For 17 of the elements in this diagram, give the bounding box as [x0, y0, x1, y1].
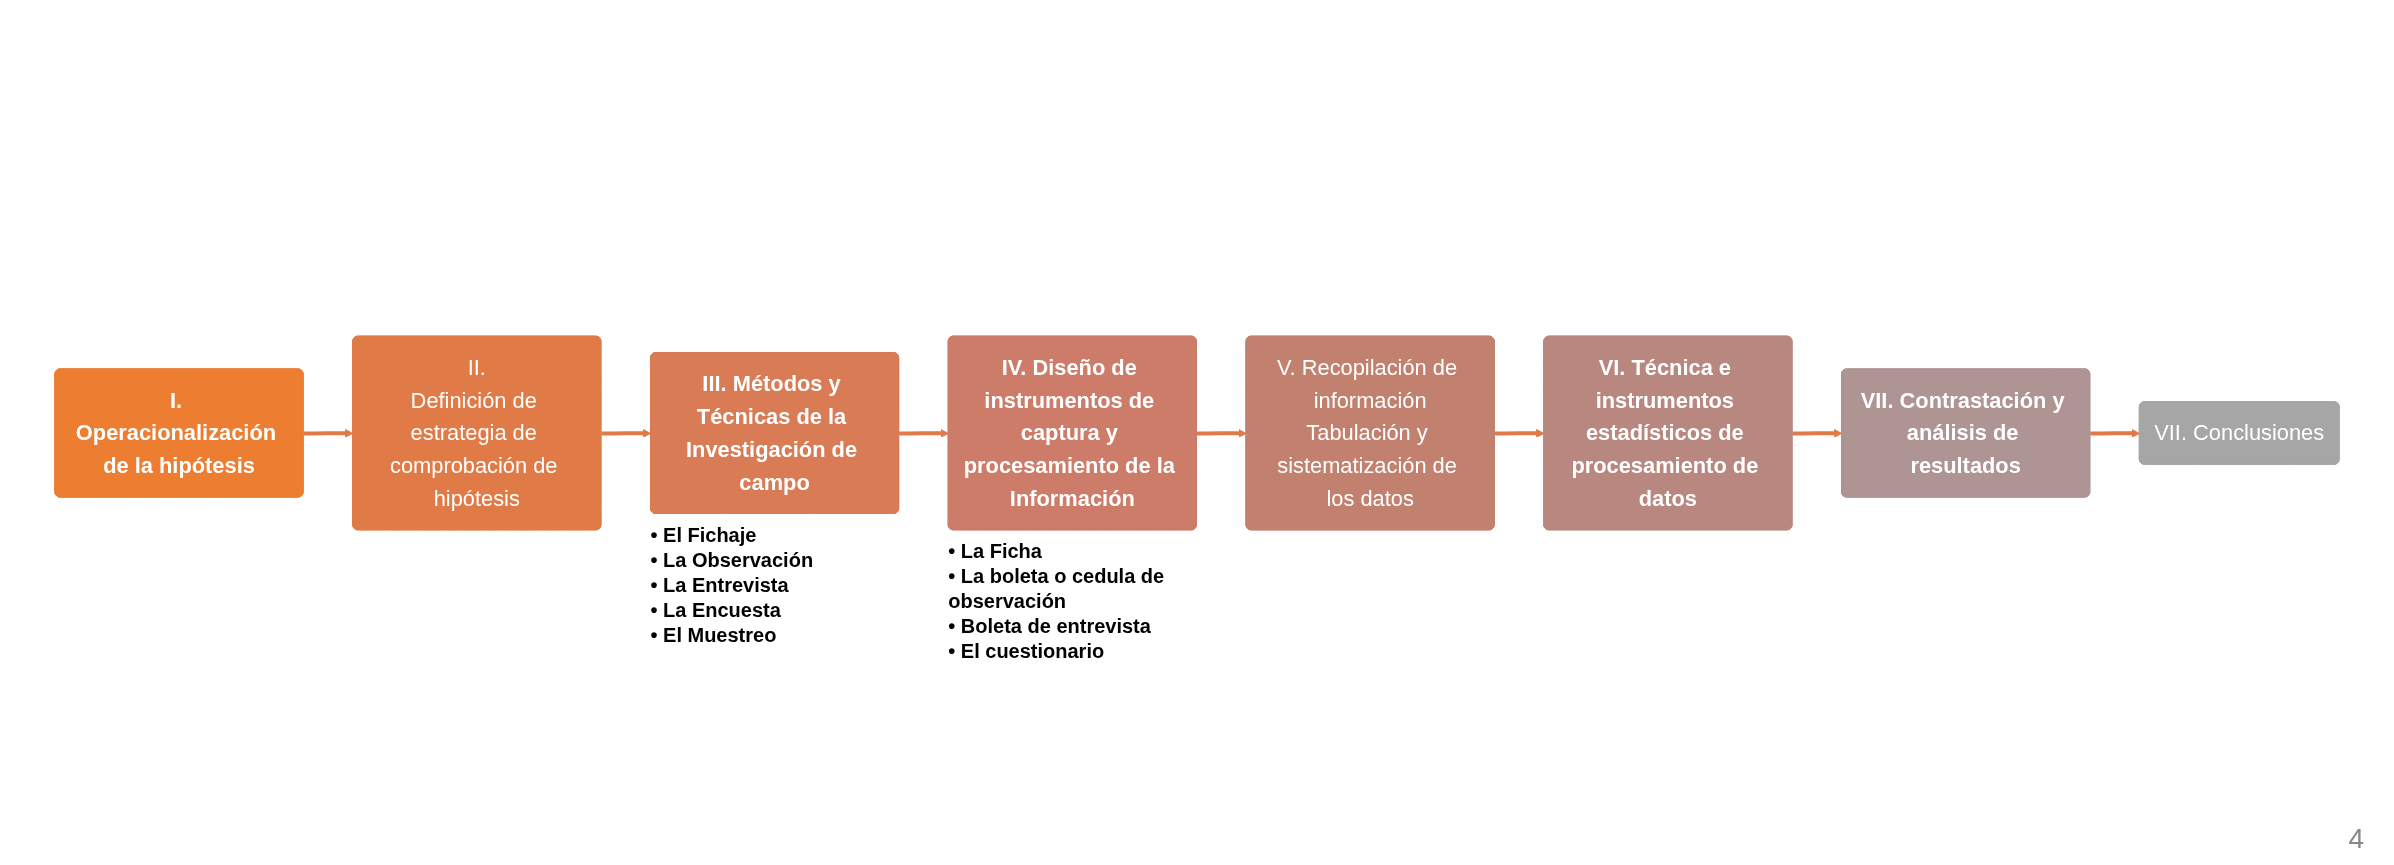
bullet-item: • La Entrevista — [650, 572, 790, 598]
arrow — [1792, 428, 1843, 438]
arrow — [1494, 428, 1545, 438]
bullet-item: • El cuestionario — [948, 639, 1106, 665]
arrow — [601, 428, 652, 438]
arrow — [303, 428, 354, 438]
bullet-item: • La Observación — [650, 547, 815, 573]
bullet-item: • El Muestreo — [650, 622, 778, 648]
bullet-item: • La boleta o cedula de observación — [948, 564, 1166, 615]
page-number: 4 — [2348, 823, 2364, 854]
arrow — [1196, 428, 1247, 438]
arrow — [2090, 428, 2141, 438]
bullet-item: • El Fichaje — [650, 522, 758, 548]
bullet-item: • Boleta de entrevista — [948, 614, 1152, 640]
arrow — [899, 428, 950, 438]
bullet-item: • La Ficha — [948, 539, 1043, 565]
bullet-item: • La Encuesta — [650, 597, 782, 623]
